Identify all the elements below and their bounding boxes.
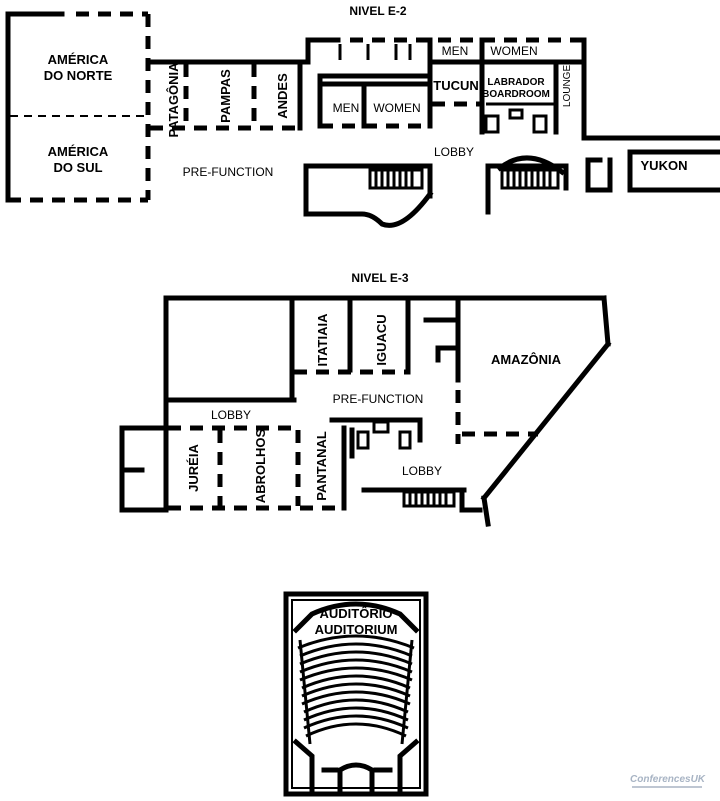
restroom-women-top-label: WOMEN (490, 44, 537, 58)
room-labrador-line2: BOARDROOM (482, 89, 550, 100)
level-e3-title: NIVEL E-3 (351, 271, 408, 285)
room-abrolhos-label: ABROLHOS (253, 428, 268, 503)
level-e2-plan: NIVEL E-2 (5, 4, 720, 228)
room-block-patagonia-andes (150, 59, 303, 131)
watermark-logo: ConferencesUK (630, 774, 706, 788)
stairs-e3 (329, 417, 467, 508)
room-america-norte-line2: DO NORTE (44, 68, 113, 83)
stairs-e2-right (500, 168, 560, 190)
auditorium-label-pt: AUDITÔRIO (320, 606, 393, 621)
room-pantanal-label: PANTANAL (314, 431, 329, 501)
stairs-e2-left (368, 168, 424, 190)
room-block-jureia-pantanal (119, 425, 347, 513)
watermark-text: ConferencesUK (630, 774, 706, 785)
room-america-sul-line2: DO SUL (53, 160, 102, 175)
room-andes-label: ANDES (275, 73, 290, 119)
restroom-men-top-label: MEN (442, 44, 469, 58)
room-block-itatiaia-iguacu (163, 295, 411, 403)
room-yukon-label: YUKON (641, 158, 688, 173)
prefunction-e3-label: PRE-FUNCTION (333, 392, 424, 406)
level-e2-title: NIVEL E-2 (349, 4, 406, 18)
lobby-e2-label: LOBBY (434, 145, 474, 159)
auditorium-plan: AUDITÔRIO AUDITORIUM (283, 591, 429, 797)
auditorium-label-en: AUDITORIUM (315, 622, 398, 637)
room-tucun-label: TUCUN (433, 78, 479, 93)
room-itatiaia-label: ITATIAIA (315, 313, 330, 367)
prefunction-walls (303, 149, 720, 228)
room-pampas-label: PAMPAS (218, 69, 233, 123)
room-labrador-line1: LABRADOR (487, 77, 545, 88)
room-america (5, 11, 151, 203)
lobby-e3-left-label: LOBBY (211, 408, 251, 422)
restroom-women-label: WOMEN (373, 101, 420, 115)
auditorium-seating (297, 634, 415, 745)
room-america-sul-line1: AMÉRICA (48, 144, 109, 159)
room-amazonia-label: AMAZÔNIA (491, 352, 562, 367)
room-block-toilets (317, 37, 583, 135)
lobby-e3-right-label: LOBBY (402, 464, 442, 478)
level-e3-plan: NIVEL E-3 (119, 271, 612, 527)
lounge-label: LOUNGE (562, 65, 573, 108)
restroom-men-label: MEN (333, 101, 360, 115)
room-patagonia-label: PATAGÔNIA (166, 62, 181, 138)
prefunction-e2-label: PRE-FUNCTION (183, 165, 274, 179)
room-jureia-label: JURÉIA (186, 444, 201, 492)
core-e3 (423, 297, 538, 444)
room-america-norte-line1: AMÉRICA (48, 52, 109, 67)
room-iguacu-label: IGUACU (374, 314, 389, 365)
